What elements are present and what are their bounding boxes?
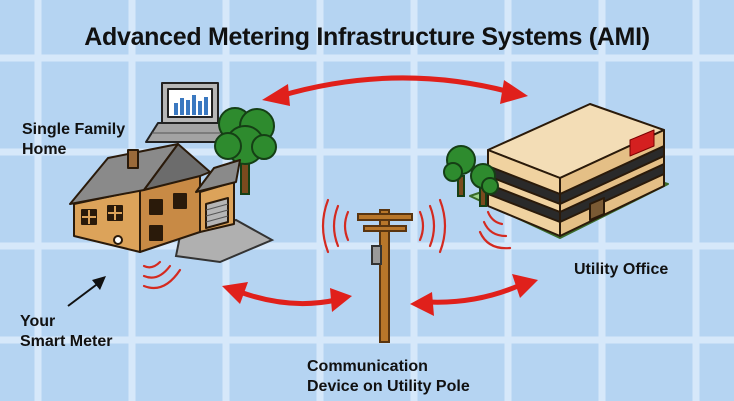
- pointer-arrow-icon: [67, 276, 106, 307]
- utility-pole-icon: [357, 209, 413, 343]
- diagram-title: Advanced Metering Infrastructure Systems…: [84, 23, 650, 51]
- bidirectional-arrow-icon: [222, 282, 352, 312]
- label-meter-line2: Smart Meter: [20, 333, 113, 350]
- label-home-line2: Home: [22, 141, 67, 158]
- office-building-icon: [469, 103, 669, 239]
- label-pole-line2: Device on Utility Pole: [307, 378, 470, 395]
- tree-icon: [214, 107, 277, 195]
- tree-icon: [443, 145, 499, 207]
- label-communication-device: Communication Device on Utility Pole: [307, 357, 470, 397]
- label-smart-meter: Your Smart Meter: [20, 312, 112, 352]
- label-single-family-home: Single Family Home: [22, 120, 125, 160]
- label-pole-line1: Communication: [307, 358, 428, 375]
- signal-waves-icon: [142, 198, 512, 290]
- label-home-line1: Single Family: [22, 121, 126, 138]
- house-icon: [69, 143, 241, 253]
- label-meter-line1: Your: [20, 313, 56, 330]
- laptop-icon: [145, 82, 233, 143]
- label-utility-office: Utility Office: [574, 260, 668, 280]
- bidirectional-arrow-icon: [262, 75, 528, 106]
- bidirectional-arrow-icon: [410, 274, 538, 316]
- label-office-text: Utility Office: [574, 261, 669, 278]
